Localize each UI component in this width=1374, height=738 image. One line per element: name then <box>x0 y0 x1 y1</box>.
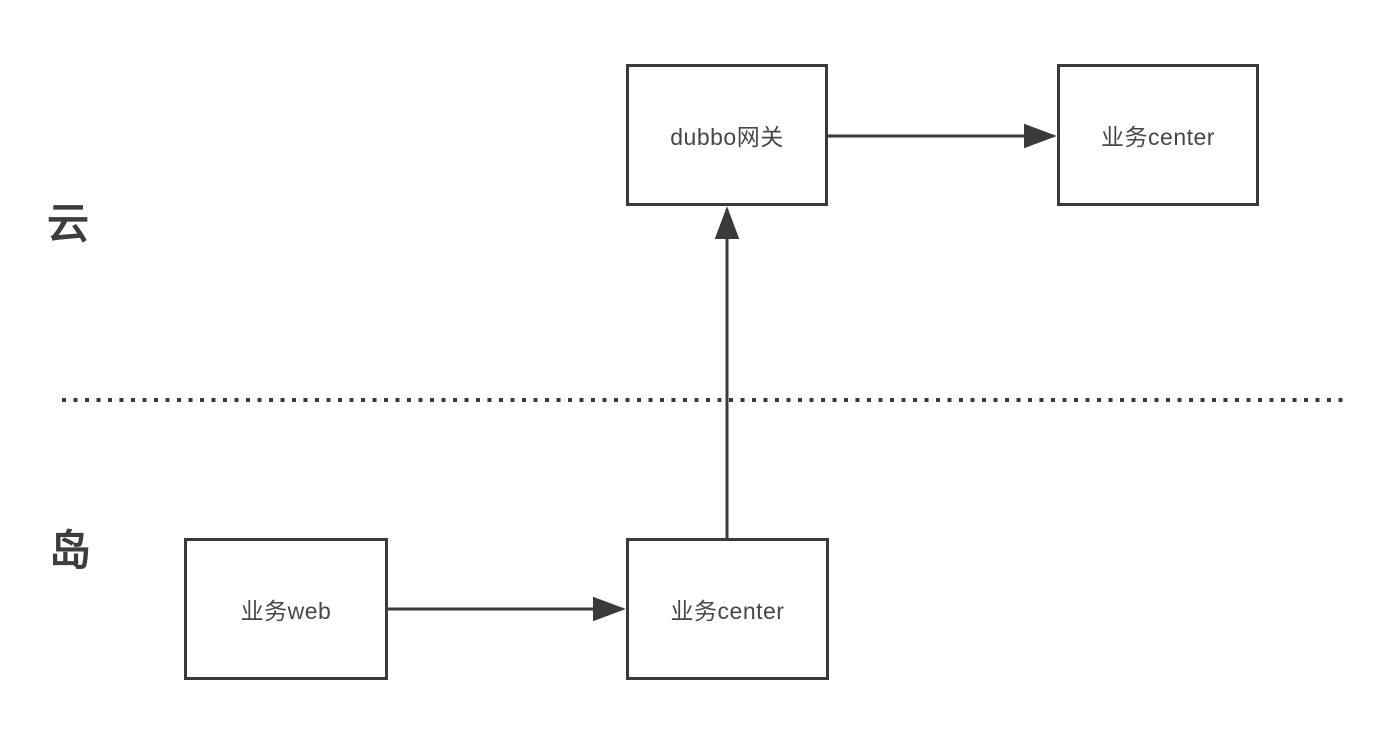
region-label-cloud: 云 <box>47 200 90 247</box>
node-dubbo-gateway: dubbo网关 <box>626 64 828 206</box>
node-island-business-center: 业务center <box>626 538 829 680</box>
region-label-island: 岛 <box>49 527 92 574</box>
node-island-business-center-label: 业务center <box>670 598 785 624</box>
node-cloud-business-center: 业务center <box>1057 64 1259 206</box>
node-cloud-business-center-label: 业务center <box>1101 124 1215 150</box>
node-island-business-web: 业务web <box>184 538 388 680</box>
node-dubbo-gateway-label: dubbo网关 <box>670 124 784 150</box>
node-island-business-web-label: 业务web <box>240 598 332 624</box>
